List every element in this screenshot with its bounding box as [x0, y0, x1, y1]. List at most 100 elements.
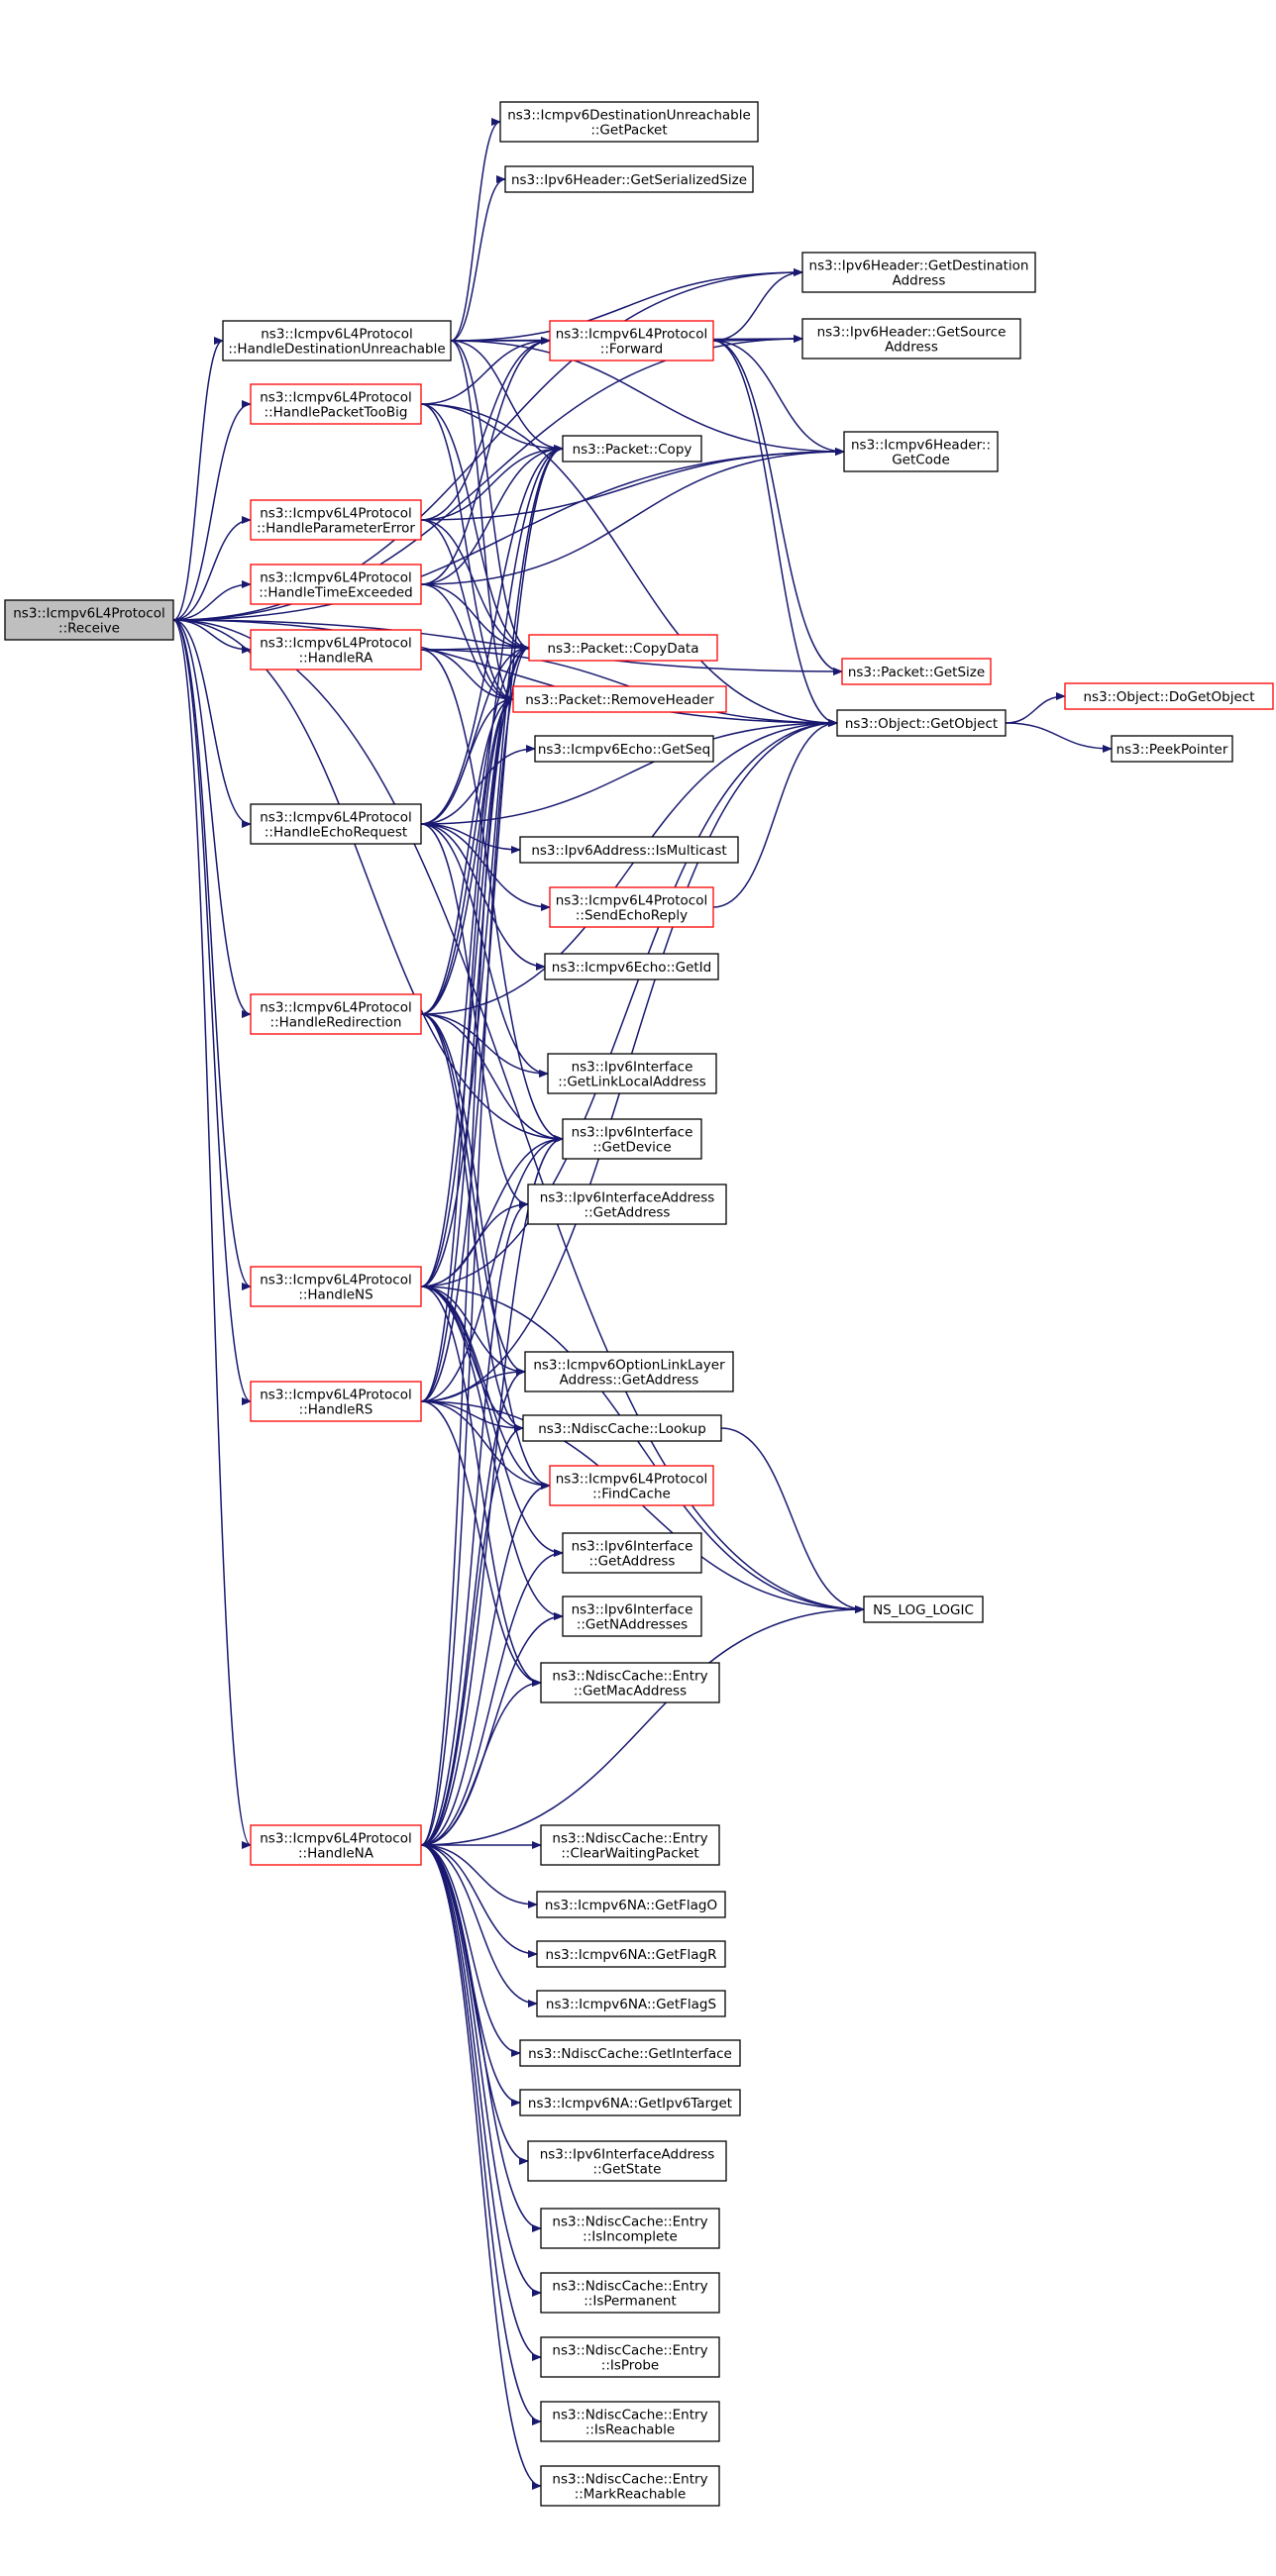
node-getstate-label-1: ::GetState: [593, 2162, 662, 2178]
node-getlinklocal-label-1: ::GetLinkLocalAddress: [558, 1075, 706, 1090]
node-isincomplete-box: [540, 2208, 720, 2249]
node-findcache[interactable]: ns3::Icmpv6L4Protocol::FindCache: [549, 1465, 714, 1506]
node-timeexceeded[interactable]: ns3::Icmpv6L4Protocol::HandleTimeExceede…: [250, 564, 422, 605]
node-receive[interactable]: ns3::Icmpv6L4Protocol::Receive: [4, 599, 174, 641]
node-getflagr[interactable]: ns3::Icmpv6NA::GetFlagR: [536, 1940, 726, 1968]
node-removeheader[interactable]: ns3::Packet::RemoveHeader: [512, 685, 727, 713]
node-ispermanent-label-1: ::IsPermanent: [584, 2294, 677, 2310]
node-toobig-box: [250, 383, 422, 425]
node-ismulticast[interactable]: ns3::Ipv6Address::IsMulticast: [519, 836, 739, 864]
node-handlena[interactable]: ns3::Icmpv6L4Protocol::HandleNA: [250, 1824, 422, 1866]
node-getnaddresses[interactable]: ns3::Ipv6Interface::GetNAddresses: [562, 1596, 702, 1637]
node-isincomplete[interactable]: ns3::NdiscCache::Entry::IsIncomplete: [540, 2208, 720, 2249]
node-getipv6target[interactable]: ns3::Icmpv6NA::GetIpv6Target: [519, 2089, 741, 2116]
edge-timeexceeded-to-packetcopy: [420, 445, 564, 585]
node-clearwaiting[interactable]: ns3::NdiscCache::Entry::ClearWaitingPack…: [540, 1824, 720, 1866]
node-peekpointer[interactable]: ns3::PeekPointer: [1111, 735, 1233, 763]
node-copydata[interactable]: ns3::Packet::CopyData: [528, 634, 718, 662]
node-handlens[interactable]: ns3::Icmpv6L4Protocol::HandleNS: [250, 1266, 422, 1307]
node-toobig[interactable]: ns3::Icmpv6L4Protocol::HandlePacketTooBi…: [250, 383, 422, 425]
node-handlera-box: [250, 629, 422, 670]
node-du_getpacket[interactable]: ns3::Icmpv6DestinationUnreachable::GetPa…: [499, 101, 759, 143]
node-getinterface[interactable]: ns3::NdiscCache::GetInterface: [519, 2039, 741, 2067]
node-isprobe[interactable]: ns3::NdiscCache::Entry::IsProbe: [540, 2336, 720, 2378]
node-getdevice[interactable]: ns3::Ipv6Interface::GetDevice: [562, 1118, 702, 1160]
edge-handlena-to-ispermanent: [420, 1844, 542, 2297]
node-nslog[interactable]: NS_LOG_LOGIC: [863, 1596, 984, 1623]
node-getmacaddress-label-0: ns3::NdiscCache::Entry: [552, 1669, 707, 1685]
edge-forward-to-getsize: [712, 340, 843, 675]
node-sendechoreply-label-0: ns3::Icmpv6L4Protocol: [556, 893, 708, 909]
node-handlena-box: [250, 1824, 422, 1866]
node-handlena-label-0: ns3::Icmpv6L4Protocol: [260, 1831, 412, 1847]
node-getflago[interactable]: ns3::Icmpv6NA::GetFlagO: [536, 1891, 726, 1918]
edge-ndisclookup-to-nslog: [720, 1427, 865, 1613]
node-getstate[interactable]: ns3::Ipv6InterfaceAddress::GetState: [527, 2140, 727, 2182]
node-nslog-label-0: NS_LOG_LOGIC: [873, 1602, 974, 1618]
node-echogetseq-label-0: ns3::Icmpv6Echo::GetSeq: [538, 742, 710, 758]
edge-redirection-to-removeheader: [420, 695, 514, 1015]
node-getflags-label-0: ns3::Icmpv6NA::GetFlagS: [546, 1997, 716, 2012]
node-isreachable-box: [540, 2401, 720, 2442]
node-echogetid[interactable]: ns3::Icmpv6Echo::GetId: [544, 953, 719, 980]
node-handlens-label-1: ::HandleNS: [298, 1288, 372, 1303]
node-getobject-label-0: ns3::Object::GetObject: [845, 716, 998, 732]
nodes-layer: ns3::Icmpv6L4Protocol::Receivens3::Icmpv…: [4, 101, 1274, 2507]
edge-handlena-to-ifaddrgetaddress: [420, 1200, 529, 1846]
node-destunreach[interactable]: ns3::Icmpv6L4Protocol::HandleDestination…: [222, 320, 452, 361]
node-getflags[interactable]: ns3::Icmpv6NA::GetFlagS: [536, 1990, 726, 2017]
node-isprobe-box: [540, 2336, 720, 2378]
node-packetcopy[interactable]: ns3::Packet::Copy: [562, 435, 702, 463]
edge-receive-to-handlena: [172, 619, 252, 1849]
node-echorequest[interactable]: ns3::Icmpv6L4Protocol::HandleEchoRequest: [250, 803, 422, 845]
edge-handlena-to-isprobe: [420, 1844, 542, 2361]
node-getinterface-label-0: ns3::NdiscCache::GetInterface: [528, 2046, 732, 2062]
node-ifaddrgetaddress[interactable]: ns3::Ipv6InterfaceAddress::GetAddress: [527, 1184, 727, 1225]
node-getlinklocal[interactable]: ns3::Ipv6Interface::GetLinkLocalAddress: [547, 1053, 717, 1094]
edge-toobig-to-getobject: [420, 403, 838, 727]
node-getlinklocal-box: [547, 1053, 717, 1094]
node-markreachable[interactable]: ns3::NdiscCache::Entry::MarkReachable: [540, 2465, 720, 2507]
node-paramerror[interactable]: ns3::Icmpv6L4Protocol::HandleParameterEr…: [250, 499, 422, 541]
node-ifgetaddress[interactable]: ns3::Ipv6Interface::GetAddress: [562, 1532, 702, 1574]
node-redirection[interactable]: ns3::Icmpv6L4Protocol::HandleRedirection: [250, 993, 422, 1035]
node-handlers[interactable]: ns3::Icmpv6L4Protocol::HandleRS: [250, 1381, 422, 1422]
node-ndisclookup[interactable]: ns3::NdiscCache::Lookup: [522, 1414, 722, 1442]
node-echogetseq[interactable]: ns3::Icmpv6Echo::GetSeq: [534, 735, 714, 763]
node-getobject[interactable]: ns3::Object::GetObject: [836, 709, 1007, 737]
node-getcode[interactable]: ns3::Icmpv6Header::GetCode: [843, 431, 999, 472]
edge-handlena-to-ndisclookup: [420, 1424, 524, 1846]
node-serializedsize[interactable]: ns3::Ipv6Header::GetSerializedSize: [504, 165, 754, 193]
edge-destunreach-to-serializedsize: [450, 175, 506, 342]
node-getflago-box: [536, 1891, 726, 1918]
node-dogetobject[interactable]: ns3::Object::DoGetObject: [1064, 682, 1274, 710]
node-getdestination-box: [801, 252, 1036, 293]
node-optlinklayer[interactable]: ns3::Icmpv6OptionLinkLayerAddress::GetAd…: [524, 1351, 734, 1392]
node-peekpointer-label-0: ns3::PeekPointer: [1116, 742, 1228, 758]
node-nslog-box: [863, 1596, 984, 1623]
node-handlers-label-0: ns3::Icmpv6L4Protocol: [260, 1388, 412, 1403]
node-dogetobject-box: [1064, 682, 1274, 710]
node-forward[interactable]: ns3::Icmpv6L4Protocol::Forward: [549, 320, 714, 361]
edge-handlena-to-markreachable: [420, 1844, 542, 2490]
node-destunreach-label-1: ::HandleDestinationUnreachable: [228, 342, 445, 358]
edge-handlens-to-removeheader: [420, 695, 514, 1288]
edge-destunreach-to-removeheader: [450, 340, 514, 703]
node-ispermanent[interactable]: ns3::NdiscCache::Entry::IsPermanent: [540, 2272, 720, 2314]
node-getmacaddress-label-1: ::GetMacAddress: [574, 1684, 687, 1700]
node-getsize[interactable]: ns3::Packet::GetSize: [841, 658, 992, 685]
node-getflagr-box: [536, 1940, 726, 1968]
node-removeheader-label-0: ns3::Packet::RemoveHeader: [525, 692, 714, 708]
node-handlera[interactable]: ns3::Icmpv6L4Protocol::HandleRA: [250, 629, 422, 670]
node-receive-label-1: ::Receive: [58, 621, 120, 637]
edge-receive-to-redirection: [172, 619, 252, 1018]
node-packetcopy-label-0: ns3::Packet::Copy: [573, 442, 692, 458]
edge-handlers-to-copydata: [420, 644, 530, 1402]
node-du_getpacket-label-1: ::GetPacket: [590, 123, 667, 139]
node-sendechoreply[interactable]: ns3::Icmpv6L4Protocol::SendEchoReply: [549, 886, 714, 928]
edge-handlens-to-optlinklayer: [420, 1286, 526, 1376]
node-getmacaddress[interactable]: ns3::NdiscCache::Entry::GetMacAddress: [540, 1662, 720, 1703]
node-isreachable[interactable]: ns3::NdiscCache::Entry::IsReachable: [540, 2401, 720, 2442]
